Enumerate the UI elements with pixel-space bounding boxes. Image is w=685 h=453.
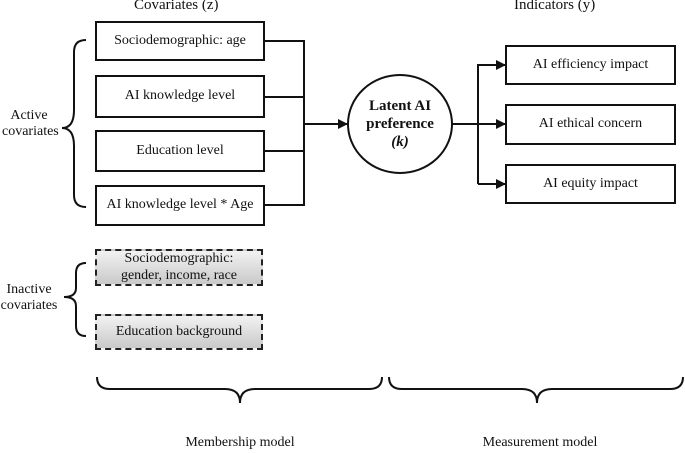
indicator-box-ethical: AI ethical concern: [505, 104, 676, 145]
latent-node: Latent AI preference (k): [347, 75, 453, 173]
inactive-brace: [63, 262, 87, 337]
measurement-brace: [388, 376, 684, 404]
covariate-box-ai-knowledge: AI knowledge level: [95, 75, 265, 118]
active-brace: [61, 39, 87, 208]
indicators-header: Indicators (y): [514, 0, 596, 13]
indicator-box-equity: AI equity impact: [505, 164, 676, 204]
covariates-header: Covariates (z): [134, 0, 219, 13]
membership-brace: [96, 376, 383, 404]
covariate-box-age: Sociodemographic: age: [95, 21, 265, 61]
covariate-box-education-level: Education level: [95, 130, 265, 172]
latent-symbol: (k): [391, 134, 409, 150]
membership-model-label: Membership model: [185, 435, 295, 450]
inactive-covariates-label: Inactive covariates: [0, 282, 58, 314]
indicator-box-efficiency: AI efficiency impact: [505, 45, 676, 85]
inactive-box-sociodemographic: Sociodemographic: gender, income, race: [95, 249, 263, 286]
measurement-model-label: Measurement model: [482, 435, 598, 450]
inactive-box-education-background: Education background: [95, 314, 263, 350]
latent-title-line2: preference: [366, 116, 434, 132]
covariate-box-knowledge-age: AI knowledge level * Age: [95, 185, 265, 226]
active-covariates-label: Active covariates: [2, 108, 59, 140]
latent-title-line1: Latent AI: [368, 98, 432, 114]
